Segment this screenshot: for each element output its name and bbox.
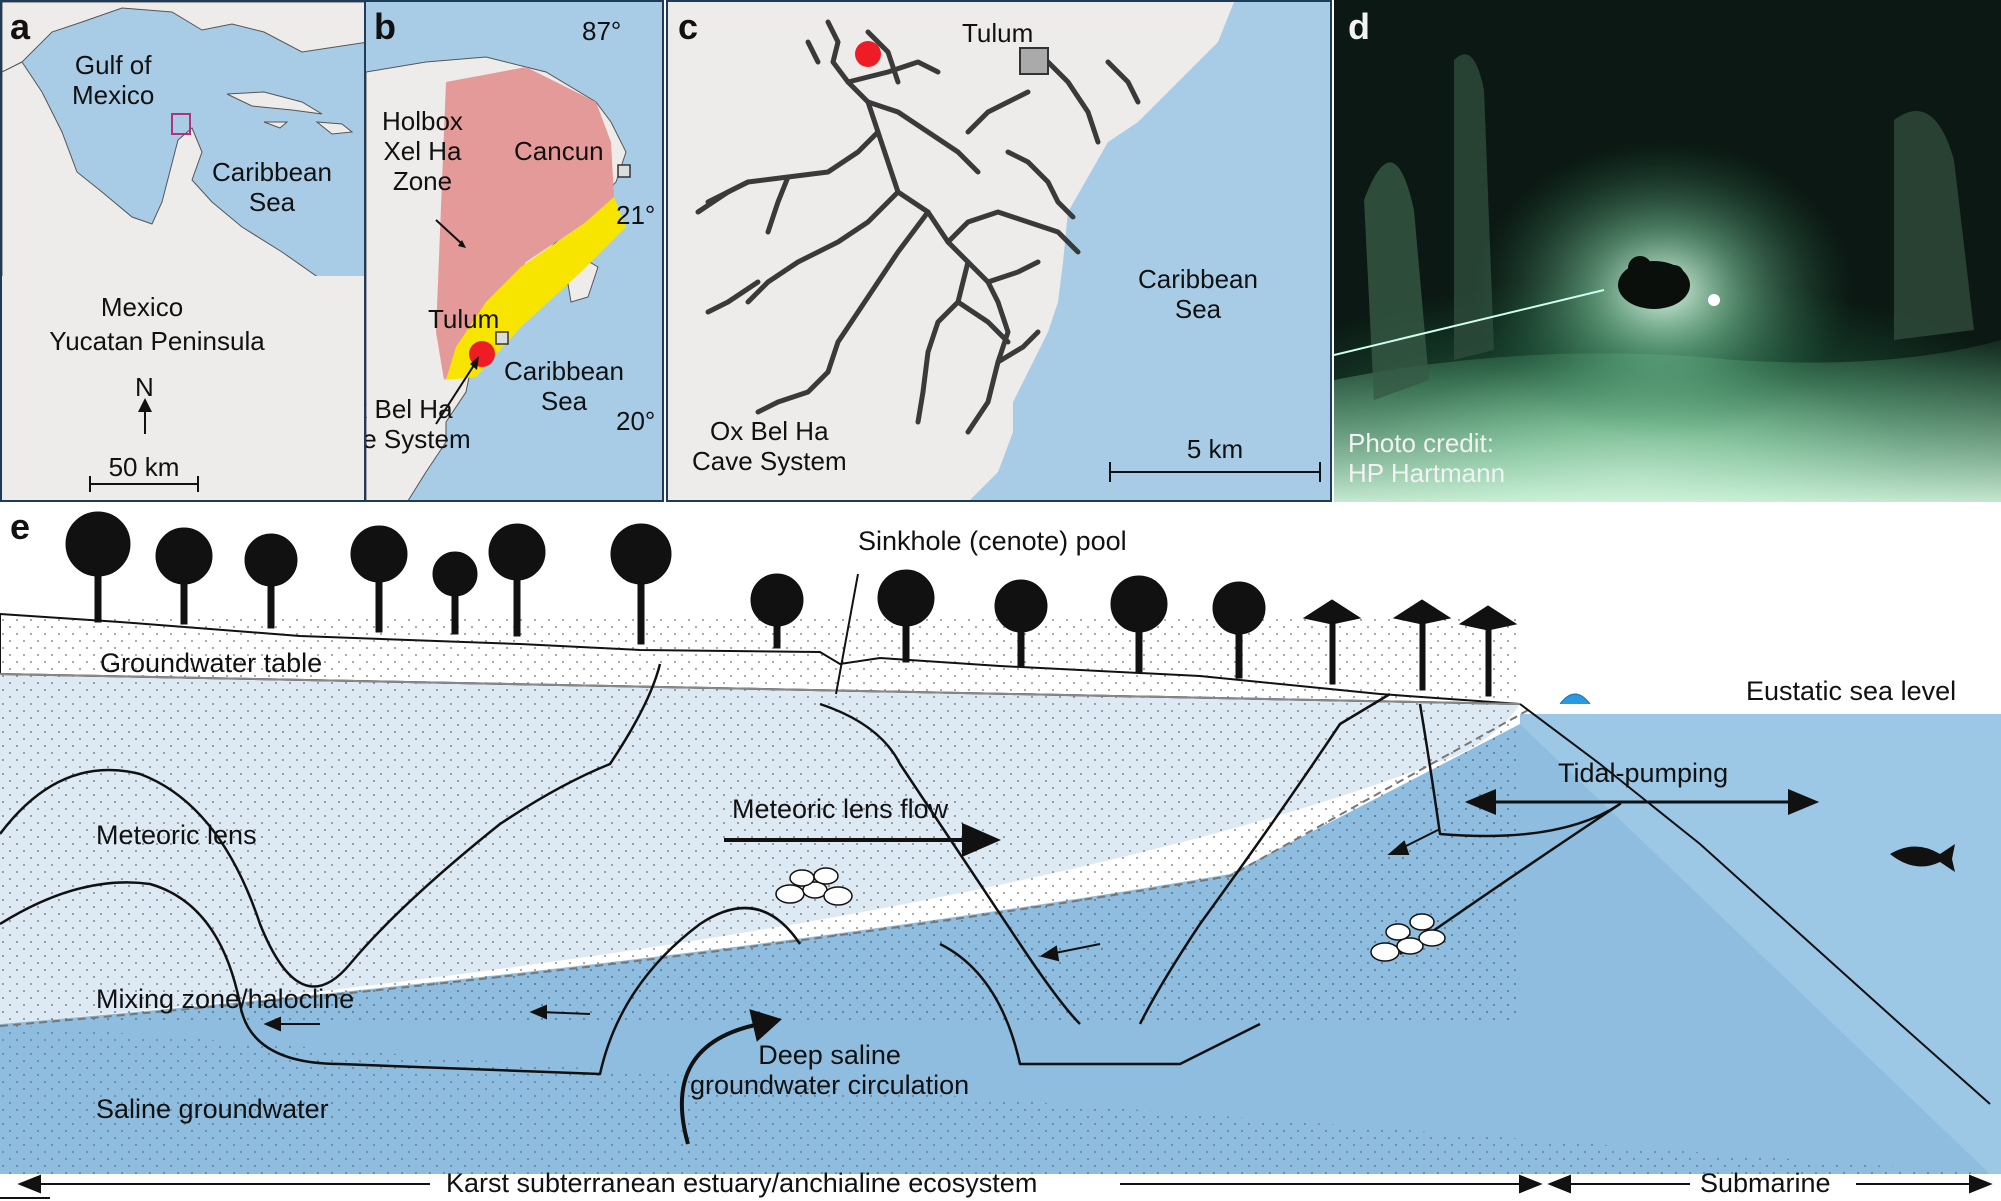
tidal-pumping-label: Tidal-pumping (1558, 758, 1729, 788)
estuary-cross-section (0, 511, 2001, 1199)
halocline-line (0, 708, 1531, 1027)
tulum-box-b (495, 331, 509, 345)
cave-system-label-c: Ox Bel Ha Cave System (692, 416, 847, 476)
cave-diver-photo (1334, 0, 2001, 502)
cancun-box (617, 164, 631, 178)
panel-ab-lower: Mexico Yucatan Peninsula N 50 km (0, 276, 366, 502)
tulum-box-c (1019, 47, 1049, 75)
north-label: N (135, 372, 154, 402)
holbox-xelha-zone-shape (436, 67, 614, 380)
rubble-piles (775, 867, 1446, 962)
scale-50km-label: 50 km (108, 452, 180, 482)
diver-silhouette (1618, 256, 1690, 309)
groundwater-table-line (0, 673, 1521, 705)
panel-a-label: a (10, 6, 31, 47)
panel-c-label: c (678, 6, 699, 47)
sea-area (1520, 714, 2001, 1174)
fish-icon (1890, 844, 1955, 872)
panel-b-label: b (374, 6, 396, 47)
gulf-region-map (2, 2, 364, 276)
caribbean-sea-label-b: Caribbean Sea (504, 356, 624, 416)
groundwater-table-label: Groundwater table (100, 648, 323, 678)
cave-entry-marker (855, 41, 881, 67)
photo-credit-label: Photo credit: HP Hartmann (1348, 428, 1506, 488)
caribbean-sea-label-c: Caribbean Sea (1138, 264, 1258, 324)
trees (65, 511, 1518, 697)
eustatic-label: Eustatic sea level (1746, 676, 1957, 706)
holbox-zone-label: Holbox Xel Ha Zone (382, 106, 463, 196)
gulf-of-mexico-label: Gulf of Mexico (72, 50, 155, 110)
latitude-21-label: 21° (616, 200, 656, 230)
deep-saline-label: Deep saline groundwater circulation (690, 1040, 970, 1100)
karst-label: Karst subterranean estuary/anchialine ec… (446, 1168, 1038, 1198)
cave-passages (695, 19, 1141, 435)
meteoric-lens-label: Meteoric lens (96, 820, 257, 850)
caribbean-sea-label-a: Caribbean Sea (212, 157, 332, 217)
yellow-zone-shape (446, 197, 626, 380)
cave-system-map (668, 2, 1321, 500)
panel-c-map: c Tulum Caribbean Sea Ox Bel Ha Cave Sys… (666, 0, 1332, 502)
yucatan-label: Yucatan Peninsula (49, 326, 265, 356)
panel-e-diagram: e Sinkhole (cenote) pool Groundwater tab… (0, 504, 2001, 1201)
longitude-label: 87° (582, 16, 622, 46)
north-arrow-and-scale (89, 398, 199, 492)
sinkhole-label: Sinkhole (cenote) pool (858, 526, 1127, 556)
tulum-label-c: Tulum (962, 18, 1034, 48)
latitude-20-label: 20° (616, 406, 656, 436)
saline-groundwater-label: Saline groundwater (96, 1094, 329, 1124)
scale-5km-label: 5 km (1186, 434, 1244, 464)
panel-e-label: e (10, 506, 31, 547)
bottom-scale-arrows (17, 1174, 1993, 1194)
submarine-label: Submarine (1700, 1168, 1831, 1198)
panel-d-photo: d Photo credit: HP Hartmann (1334, 0, 2001, 502)
panel-d-label: d (1348, 6, 1370, 47)
mixing-zone-label: Mixing zone/halocline (96, 984, 355, 1014)
flow-arrows (0, 789, 1820, 1199)
cave-outlines (0, 663, 1622, 1076)
mexico-label: Mexico (100, 292, 184, 322)
study-area-box (171, 113, 191, 135)
meteoric-flow-label: Meteoric lens flow (732, 794, 949, 824)
tulum-label-b: Tulum (428, 304, 500, 334)
panel-a-map: a Gulf of Mexico Caribbean Sea (0, 0, 366, 278)
yucatan-region-map (366, 2, 662, 500)
cave-system-label-b: Ox Bel Ha Cave System (366, 394, 471, 454)
panel-b-map: b 87° 21° 20° Holbox Xel Ha Zone Cancun … (364, 0, 664, 502)
cancun-label: Cancun (514, 136, 604, 166)
